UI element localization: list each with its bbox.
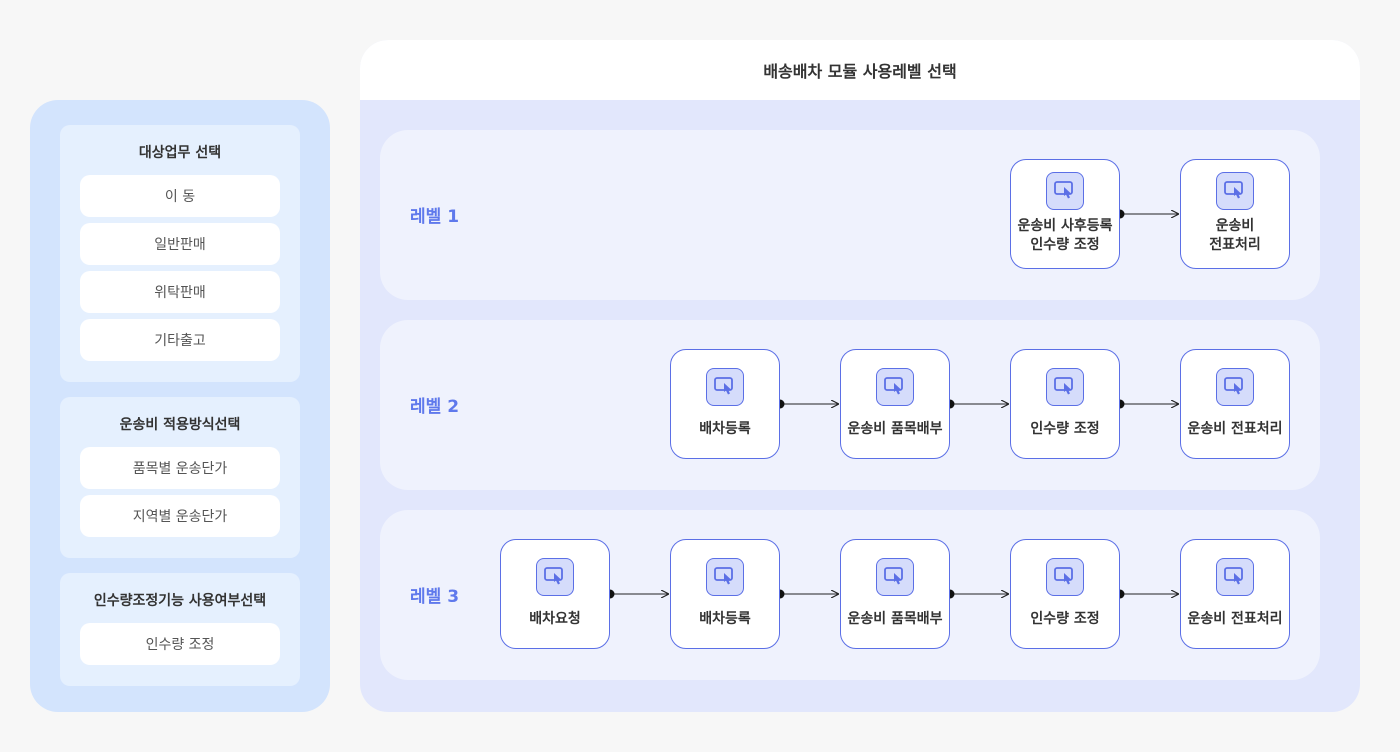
pointer-click-icon (1216, 368, 1254, 406)
group-title: 대상업무 선택 (138, 145, 222, 161)
level-1-label: 레벨 1 (410, 207, 460, 227)
pointer-click-icon (876, 558, 914, 596)
group-title: 인수량조정기능 사용여부선택 (93, 593, 267, 609)
pointer-click-icon (706, 368, 744, 406)
node-label: 인수량 조정 (1030, 611, 1100, 627)
node-label: 운송비 품목배부 (847, 611, 943, 627)
option-item-freight-rate[interactable]: 품목별 운송단가 (80, 447, 280, 489)
level-2-label: 레벨 2 (410, 397, 460, 417)
options-panel: 대상업무 선택 이 동 일반판매 위탁판매 기타출고 운송비 적용방식선택 품목… (30, 100, 330, 712)
node-label-line2: 인수량 조정 (1030, 237, 1100, 253)
pointer-click-icon (876, 368, 914, 406)
option-move[interactable]: 이 동 (80, 175, 280, 217)
level-1-connectors (1115, 209, 1320, 219)
node-label: 운송비 전표처리 (1187, 611, 1283, 627)
node-freight-voucher[interactable]: 운송비 전표처리 (1180, 349, 1290, 459)
node-label: 운송비 품목배부 (847, 421, 943, 437)
node-quantity-adjust[interactable]: 인수량 조정 (1010, 349, 1120, 459)
option-region-freight-rate[interactable]: 지역별 운송단가 (80, 495, 280, 537)
target-work-group: 대상업무 선택 이 동 일반판매 위탁판매 기타출고 (60, 125, 300, 382)
node-quantity-adjust[interactable]: 인수량 조정 (1010, 539, 1120, 649)
node-label: 운송비 전표처리 (1187, 421, 1283, 437)
level-2-band[interactable]: 레벨 2 배차등록 (380, 320, 1320, 490)
group-title: 운송비 적용방식선택 (119, 417, 241, 433)
pointer-click-icon (1046, 172, 1084, 210)
node-label-line1: 운송비 (1215, 218, 1255, 234)
option-general-sales[interactable]: 일반판매 (80, 223, 280, 265)
pointer-click-icon (1216, 558, 1254, 596)
option-other-shipment[interactable]: 기타출고 (80, 319, 280, 361)
quantity-adjust-group: 인수량조정기능 사용여부선택 인수량 조정 (60, 573, 300, 686)
node-freight-item-allocation[interactable]: 운송비 품목배부 (840, 349, 950, 459)
level-panel-title: 배송배차 모듈 사용레벨 선택 (360, 40, 1360, 100)
level-3-band[interactable]: 레벨 3 배 (380, 510, 1320, 680)
option-consignment-sales[interactable]: 위탁판매 (80, 271, 280, 313)
node-dispatch-register[interactable]: 배차등록 (670, 539, 780, 649)
level-panel: 배송배차 모듈 사용레벨 선택 레벨 1 운송비 사후등록 인수량 (360, 40, 1360, 712)
pointer-click-icon (1216, 172, 1254, 210)
node-freight-voucher[interactable]: 운송비 전표처리 (1180, 159, 1290, 269)
node-label: 인수량 조정 (1030, 421, 1100, 437)
option-quantity-adjust[interactable]: 인수량 조정 (80, 623, 280, 665)
node-dispatch-request[interactable]: 배차요청 (500, 539, 610, 649)
node-label: 배차등록 (699, 611, 751, 627)
node-label: 배차등록 (699, 421, 751, 437)
level-3-label: 레벨 3 (410, 587, 460, 607)
pointer-click-icon (706, 558, 744, 596)
pointer-click-icon (1046, 368, 1084, 406)
level-1-band[interactable]: 레벨 1 운송비 사후등록 인수량 조정 (380, 130, 1320, 300)
pointer-click-icon (1046, 558, 1084, 596)
node-label: 배차요청 (529, 611, 581, 627)
node-label-line1: 운송비 사후등록 (1017, 218, 1113, 234)
node-freight-post-register[interactable]: 운송비 사후등록 인수량 조정 (1010, 159, 1120, 269)
pointer-click-icon (536, 558, 574, 596)
node-freight-item-allocation[interactable]: 운송비 품목배부 (840, 539, 950, 649)
node-dispatch-register[interactable]: 배차등록 (670, 349, 780, 459)
freight-method-group: 운송비 적용방식선택 품목별 운송단가 지역별 운송단가 (60, 397, 300, 558)
node-label-line2: 전표처리 (1209, 237, 1261, 253)
node-freight-voucher[interactable]: 운송비 전표처리 (1180, 539, 1290, 649)
